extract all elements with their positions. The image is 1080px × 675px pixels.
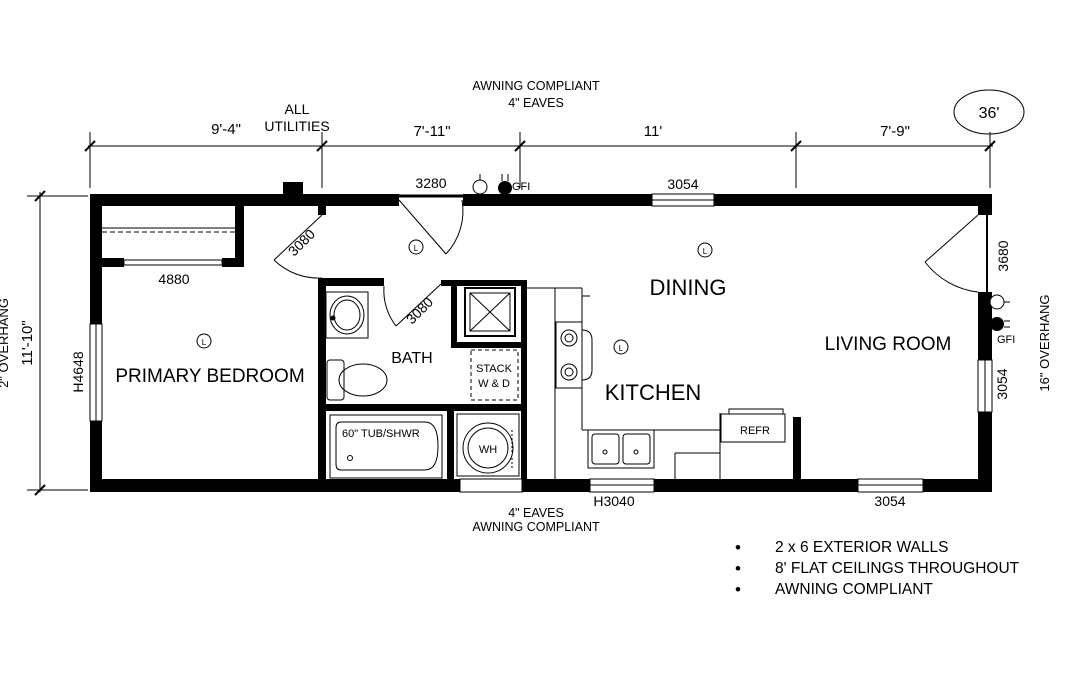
exterior-light-side [989, 294, 1010, 310]
bathroom-sink [325, 291, 369, 339]
bedroom-closet [102, 227, 235, 233]
window-kitchen [589, 478, 655, 493]
window-living-side-label: 3054 [994, 368, 1010, 399]
toilet [326, 359, 388, 401]
door-bedroom [273, 214, 323, 279]
overall-length: 36' [979, 105, 1000, 122]
note-item: 8' FLAT CEILINGS THROUGHOUT [735, 558, 1019, 579]
door-bath [383, 283, 442, 327]
room-kitchen: KITCHEN [605, 380, 702, 405]
awning-top-label-1: AWNING COMPLIANT [472, 79, 600, 93]
ceiling-light-kitchen: L [613, 339, 629, 355]
dim-segment-1: 9'-4" [211, 121, 241, 138]
window-top [651, 193, 715, 207]
stack-label-2: W & D [478, 378, 510, 390]
overhang-left-label: 2" OVERHANG [0, 298, 11, 388]
door-side-label: 3680 [995, 240, 1011, 271]
range-stove [555, 321, 593, 389]
door-bedroom-label: 3080 [285, 226, 318, 259]
note-item: AWNING COMPLIANT [735, 579, 1019, 600]
room-bath: BATH [391, 350, 432, 367]
door-side [924, 214, 988, 293]
ceiling-light-dining-label: L [703, 247, 708, 256]
awning-top-label-2: 4" EAVES [508, 96, 564, 110]
door-front-label: 3280 [415, 175, 446, 191]
stack-washer-dryer [470, 349, 519, 401]
ceiling-light-dining: L [697, 242, 713, 258]
water-heater-label: WH [479, 444, 497, 456]
ceiling-light-entry-label: L [414, 244, 419, 253]
shower-box [464, 287, 516, 337]
dim-segment-3: 11' [644, 123, 663, 140]
top-dimension-line [84, 132, 996, 188]
window-living-bottom [857, 478, 924, 493]
exterior-light-top [472, 174, 488, 195]
awning-bottom-label-2: AWNING COMPLIANT [472, 520, 600, 534]
refrigerator-label: REFR [740, 425, 770, 437]
all-utilities-label-1: ALL [285, 101, 310, 117]
water-heater-access-panel [459, 478, 523, 493]
window-bedroom-side [89, 323, 103, 422]
ceiling-light-bedroom: L [196, 333, 212, 349]
window-bedroom-side-label: H4648 [70, 351, 86, 392]
left-dimension-line [27, 190, 88, 496]
room-primary-bedroom: PRIMARY BEDROOM [115, 366, 304, 387]
tub-shower [329, 414, 443, 479]
gfi-top-label: GFI [512, 181, 530, 193]
water-heater [456, 413, 520, 477]
window-living-side [977, 359, 993, 413]
room-living-room: LIVING ROOM [825, 334, 952, 355]
stack-label-1: STACK [476, 363, 513, 375]
gfi-outlet-top [498, 174, 512, 195]
exterior-walls [90, 194, 992, 492]
interior-walls [102, 182, 801, 486]
gfi-outlet-side [990, 317, 1010, 331]
dim-segment-4: 7'-9" [880, 123, 910, 140]
window-bedroom-closet-label: 4880 [158, 271, 189, 287]
window-living-bottom-label: 3054 [874, 493, 905, 509]
note-item: 2 x 6 EXTERIOR WALLS [735, 537, 1019, 558]
tub-label: 60" TUB/SHWR [342, 428, 420, 440]
gfi-side-label: GFI [997, 334, 1015, 346]
window-top-label: 3054 [667, 176, 698, 192]
all-utilities-label-2: UTILITIES [264, 118, 329, 134]
refrigerator [720, 408, 786, 443]
overhang-right-label: 16" OVERHANG [1037, 294, 1052, 391]
kitchen-sink [587, 429, 655, 469]
window-kitchen-label: H3040 [593, 493, 634, 509]
dim-segment-2: 7'-11" [413, 123, 450, 140]
ceiling-light-bedroom-label: L [202, 338, 207, 347]
door-front [398, 194, 464, 255]
door-bath-label: 3080 [403, 294, 436, 327]
width-dimension: 11'-10" [19, 320, 36, 365]
ceiling-light-entry: L [408, 239, 424, 255]
awning-bottom-label-1: 4" EAVES [508, 506, 564, 520]
plan-notes: 2 x 6 EXTERIOR WALLS 8' FLAT CEILINGS TH… [735, 537, 1019, 600]
window-bedroom-closet [123, 259, 223, 266]
overall-length-badge: 36' [953, 89, 1025, 135]
room-dining: DINING [650, 275, 727, 300]
ceiling-light-kitchen-label: L [619, 344, 624, 353]
